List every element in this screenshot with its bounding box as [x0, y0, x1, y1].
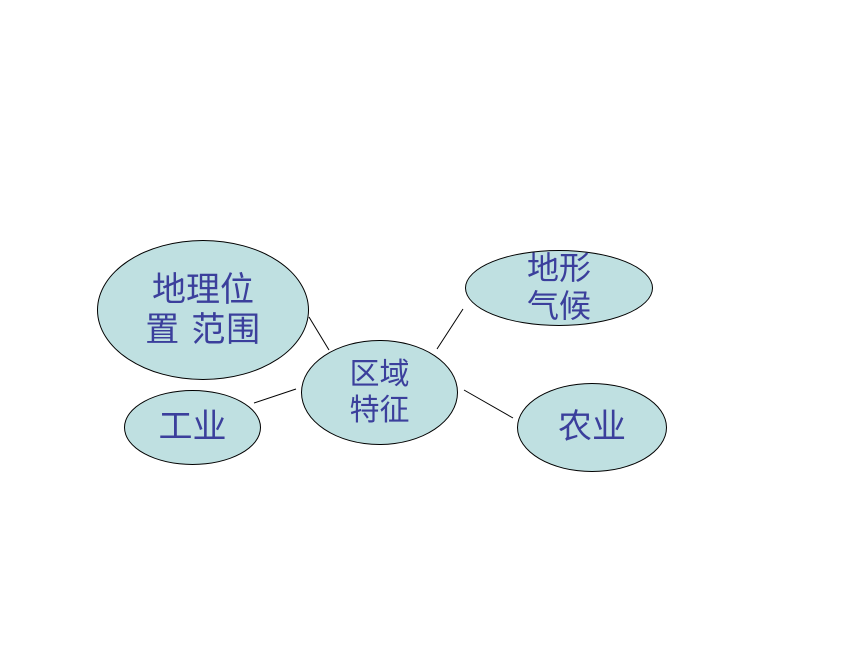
node-agriculture-label: 农业 [558, 407, 626, 448]
node-regional-characteristics: 区域 特征 [301, 340, 458, 445]
node-terrain-line-2: 气候 [526, 287, 591, 325]
connector-agriculture [463, 389, 514, 419]
node-location-line-1: 地理位 [152, 269, 254, 310]
node-industry: 工业 [124, 390, 261, 465]
connector-location [308, 316, 330, 351]
node-terrain-climate: 地形 气候 [465, 249, 653, 326]
connector-industry [253, 388, 297, 404]
node-geographic-location: 地理位 置 范围 [97, 240, 309, 380]
node-location-line-2: 置 范围 [145, 310, 261, 350]
node-terrain-line-1: 地形 [526, 249, 591, 288]
node-agriculture: 农业 [517, 383, 667, 472]
node-industry-label: 工业 [158, 407, 227, 448]
node-center-line-1: 区域 [349, 357, 410, 393]
node-center-line-2: 特征 [349, 392, 410, 428]
connector-terrain [436, 308, 464, 350]
